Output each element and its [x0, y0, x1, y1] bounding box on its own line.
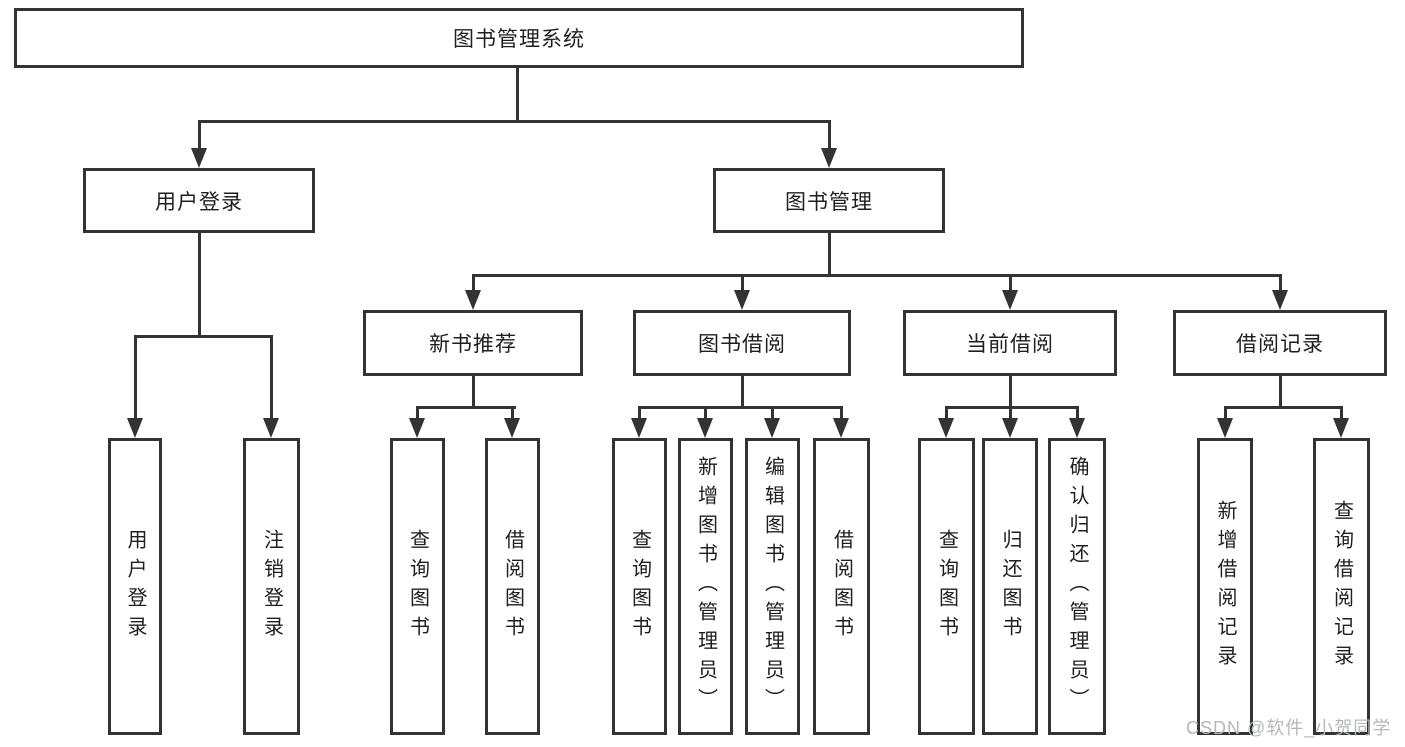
connector-line	[1076, 406, 1079, 420]
connector-line	[134, 335, 137, 420]
connector-line	[945, 406, 948, 420]
leaf-bb-edit-books-admin-label: 编辑图书（管理员）	[761, 456, 784, 717]
connector-line	[134, 335, 273, 338]
connector-line	[472, 376, 475, 409]
leaf-nb-borrow-books: 借阅图书	[485, 438, 540, 735]
connector-line	[828, 233, 831, 277]
leaf-bb-add-books-admin-label: 新增图书（管理员）	[694, 456, 717, 717]
connector-line	[638, 406, 641, 420]
node-book-borrow-label: 图书借阅	[698, 333, 786, 356]
connector-line	[198, 120, 831, 123]
connector-line	[1279, 376, 1282, 409]
connector-line	[1009, 274, 1012, 292]
connector-line	[516, 67, 519, 123]
arrow-down	[1333, 418, 1349, 438]
arrow-down	[191, 148, 207, 168]
csdn-watermark: CSDN @软件_小贺同学	[1186, 718, 1392, 738]
leaf-bb-add-books-admin: 新增图书（管理员）	[678, 438, 733, 735]
node-borrow-records: 借阅记录	[1173, 310, 1387, 376]
arrow-down	[734, 290, 750, 310]
leaf-cb-query-books: 查询图书	[918, 438, 975, 735]
arrow-down	[504, 418, 520, 438]
arrow-down	[1002, 290, 1018, 310]
arrow-down	[1002, 418, 1018, 438]
arrow-down	[1069, 418, 1085, 438]
leaf-bb-query-books-label: 查询图书	[628, 528, 651, 645]
leaf-bb-query-books: 查询图书	[612, 438, 667, 735]
connector-line	[1224, 406, 1342, 409]
leaf-user-login: 用户登录	[108, 438, 162, 735]
leaf-cb-return-books: 归还图书	[982, 438, 1038, 735]
node-book-mgmt: 图书管理	[713, 168, 945, 233]
leaf-nb-query-books: 查询图书	[390, 438, 445, 735]
arrow-down	[1272, 290, 1288, 310]
connector-line	[416, 406, 419, 420]
connector-line	[1279, 274, 1282, 292]
connector-line	[638, 406, 842, 409]
arrow-down	[409, 418, 425, 438]
connector-line	[198, 120, 201, 150]
arrow-down	[631, 418, 647, 438]
leaf-logout-label: 注销登录	[260, 528, 283, 645]
node-user-login-label: 用户登录	[155, 190, 243, 214]
node-current-borrow: 当前借阅	[903, 310, 1117, 376]
arrow-down	[833, 418, 849, 438]
connector-line	[1224, 406, 1227, 420]
leaf-br-add-borrow-record: 新增借阅记录	[1197, 438, 1253, 735]
node-new-book-recommend: 新书推荐	[363, 310, 583, 376]
leaf-cb-return-books-label: 归还图书	[999, 528, 1021, 645]
leaf-logout: 注销登录	[243, 438, 300, 735]
connector-line	[416, 406, 516, 409]
leaf-user-login-label: 用户登录	[124, 528, 146, 645]
arrow-down	[465, 290, 481, 310]
leaf-bb-borrow-books: 借阅图书	[813, 438, 870, 735]
connector-line	[198, 233, 201, 337]
node-root: 图书管理系统	[14, 8, 1024, 68]
connector-line	[704, 406, 707, 420]
connector-line	[511, 406, 514, 420]
leaf-br-add-borrow-record-label: 新增借阅记录	[1214, 499, 1236, 674]
connector-line	[1009, 406, 1012, 420]
connector-line	[840, 406, 843, 420]
node-new-book-recommend-label: 新书推荐	[429, 333, 517, 356]
node-borrow-records-label: 借阅记录	[1236, 333, 1324, 356]
arrow-down	[821, 148, 837, 168]
arrow-down	[263, 418, 279, 438]
arrow-down	[127, 418, 143, 438]
leaf-cb-confirm-return-admin: 确认归还（管理员）	[1048, 438, 1106, 735]
connector-line	[1340, 406, 1343, 420]
node-book-borrow: 图书借阅	[633, 310, 851, 376]
connector-line	[741, 376, 744, 409]
leaf-nb-query-books-label: 查询图书	[406, 528, 429, 645]
node-user-login: 用户登录	[83, 168, 315, 233]
connector-line	[270, 335, 273, 420]
node-book-mgmt-label: 图书管理	[785, 190, 873, 214]
connector-line	[472, 274, 1282, 277]
connector-line	[472, 274, 475, 292]
connector-line	[828, 120, 831, 150]
leaf-br-query-borrow-record-label: 查询借阅记录	[1330, 499, 1353, 674]
node-root-label: 图书管理系统	[453, 28, 585, 51]
connector-line	[1009, 376, 1012, 409]
leaf-cb-query-books-label: 查询图书	[935, 528, 958, 645]
connector-line	[741, 274, 744, 292]
leaf-bb-edit-books-admin: 编辑图书（管理员）	[745, 438, 800, 735]
arrow-down	[697, 418, 713, 438]
connector-line	[771, 406, 774, 420]
leaf-bb-borrow-books-label: 借阅图书	[830, 528, 853, 645]
arrow-down	[764, 418, 780, 438]
leaf-nb-borrow-books-label: 借阅图书	[501, 528, 524, 645]
node-current-borrow-label: 当前借阅	[966, 333, 1054, 356]
leaf-br-query-borrow-record: 查询借阅记录	[1313, 438, 1370, 735]
arrow-down	[1217, 418, 1233, 438]
leaf-cb-confirm-return-admin-label: 确认归还（管理员）	[1066, 456, 1088, 717]
arrow-down	[938, 418, 954, 438]
connector-line	[945, 406, 1079, 409]
